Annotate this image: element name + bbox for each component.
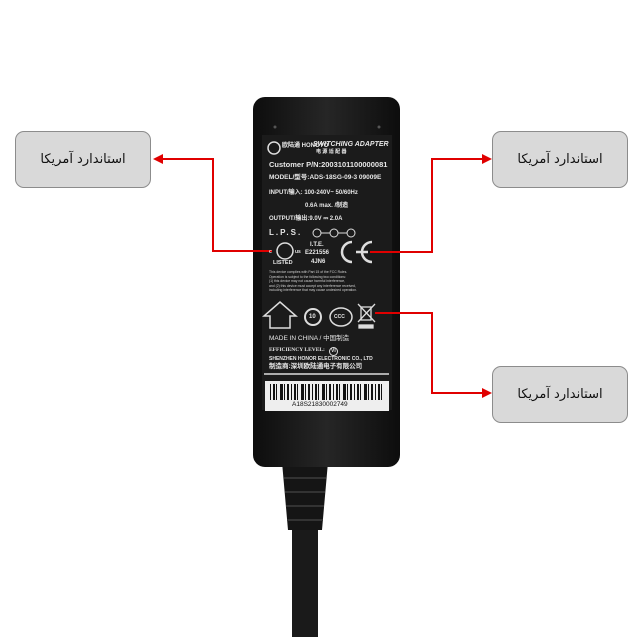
line-right-bottom [375, 312, 485, 394]
barcode-bar [276, 384, 277, 400]
barcode-bar [354, 384, 355, 400]
arrowhead-right-top [482, 154, 492, 164]
ul-c: c [269, 249, 272, 255]
brand-logo-icon [267, 141, 281, 155]
ce-mark-icon [340, 240, 373, 264]
line-right-top [370, 158, 485, 253]
output-rating: OUTPUT/输出:9.0V ⎓ 2.0A [269, 216, 343, 222]
barcode-bar [284, 384, 285, 400]
brand-name: 欧陆通 HONOYO [282, 143, 329, 149]
barcode-bar [301, 384, 304, 400]
barcode-bar [336, 384, 338, 400]
barcode-bar [347, 384, 348, 400]
barcode-bar [294, 384, 296, 400]
cable [292, 520, 318, 637]
callout-right-bottom: استاندارد آمریکا [492, 366, 628, 423]
arrowhead-right-bottom [482, 388, 492, 398]
input-current: 0.6A max. /制造 [305, 203, 349, 209]
strain-relief-ridges [284, 477, 326, 521]
barcode-bar [322, 384, 325, 400]
label-title-cn: 电 源 适 配 器 [316, 149, 347, 155]
customer-pn: Customer P/N:2003101100000081 [269, 160, 388, 169]
barcode-bar [318, 384, 319, 400]
weee-bin-icon [357, 303, 376, 329]
ite-number: E221556 [305, 250, 330, 256]
barcode-bar [381, 384, 382, 400]
barcode-bar [364, 384, 367, 400]
manufacturer: SHENZHEN HONOR ELECTRONIC CO., LTD [269, 356, 373, 362]
lps-text: L.P.S. [269, 228, 303, 237]
polarity-icon [312, 228, 356, 238]
fcc-statement: This device complies with Part 15 of the… [269, 270, 358, 293]
barcode-bar [291, 384, 292, 400]
barcode-bar [329, 384, 331, 400]
barcode-bar [333, 384, 334, 400]
input-rating: INPUT/输入: 100-240V~ 50/60Hz [269, 190, 358, 196]
barcode-bar [287, 384, 289, 400]
barcode-bar [339, 384, 340, 400]
manufacturer-cn: 制造商:深圳欧陆通电子有限公司 [269, 363, 363, 370]
eco-years: 10 [309, 314, 316, 320]
barcode-bar [273, 384, 275, 400]
barcode-bar [280, 384, 283, 400]
eco-10-icon [304, 308, 322, 326]
ccc-text: CCC [334, 314, 345, 320]
callout-right-top: استاندارد آمریکا [492, 131, 628, 188]
barcode [270, 384, 382, 400]
annotation-lines [160, 158, 485, 394]
ite-text: I.T.E. [310, 242, 324, 248]
barcode-bar [315, 384, 317, 400]
barcode-bar [350, 384, 352, 400]
indoor-use-icon [262, 301, 298, 329]
barcode-bar [308, 384, 310, 400]
barcode-bar [305, 384, 306, 400]
ul-mark-icon [276, 242, 294, 260]
barcode-bar [360, 384, 361, 400]
efficiency-level: VI [329, 347, 338, 356]
ul-listed: LISTED [273, 260, 293, 266]
line-left [160, 158, 272, 252]
barcode-bar [368, 384, 369, 400]
efficiency-label: EFFICIENCY LEVEL: [269, 347, 325, 353]
barcode-bar [375, 384, 376, 400]
arrowhead-left [153, 154, 163, 164]
barcode-bar [270, 384, 271, 400]
barcode-bar [371, 384, 373, 400]
barcode-bar [312, 384, 313, 400]
ite-code: 4JN6 [311, 259, 326, 265]
model-number: MODEL/型号:ADS-18SG-09-3 09009E [269, 174, 382, 181]
label-title: SWITCHING ADAPTER [313, 141, 389, 148]
made-in: MADE IN CHINA / 中国制造 [269, 335, 350, 342]
serial-number: A18S21830002749 [292, 401, 348, 408]
ul-us: us [295, 249, 301, 255]
barcode-bar [378, 384, 380, 400]
barcode-bar [343, 384, 346, 400]
ccc-mark-icon [329, 307, 353, 327]
callout-left: استاندارد آمریکا [15, 131, 151, 188]
label-area [262, 135, 392, 410]
barcode-bar [297, 384, 298, 400]
barcode-bar [357, 384, 359, 400]
barcode-bar [326, 384, 327, 400]
